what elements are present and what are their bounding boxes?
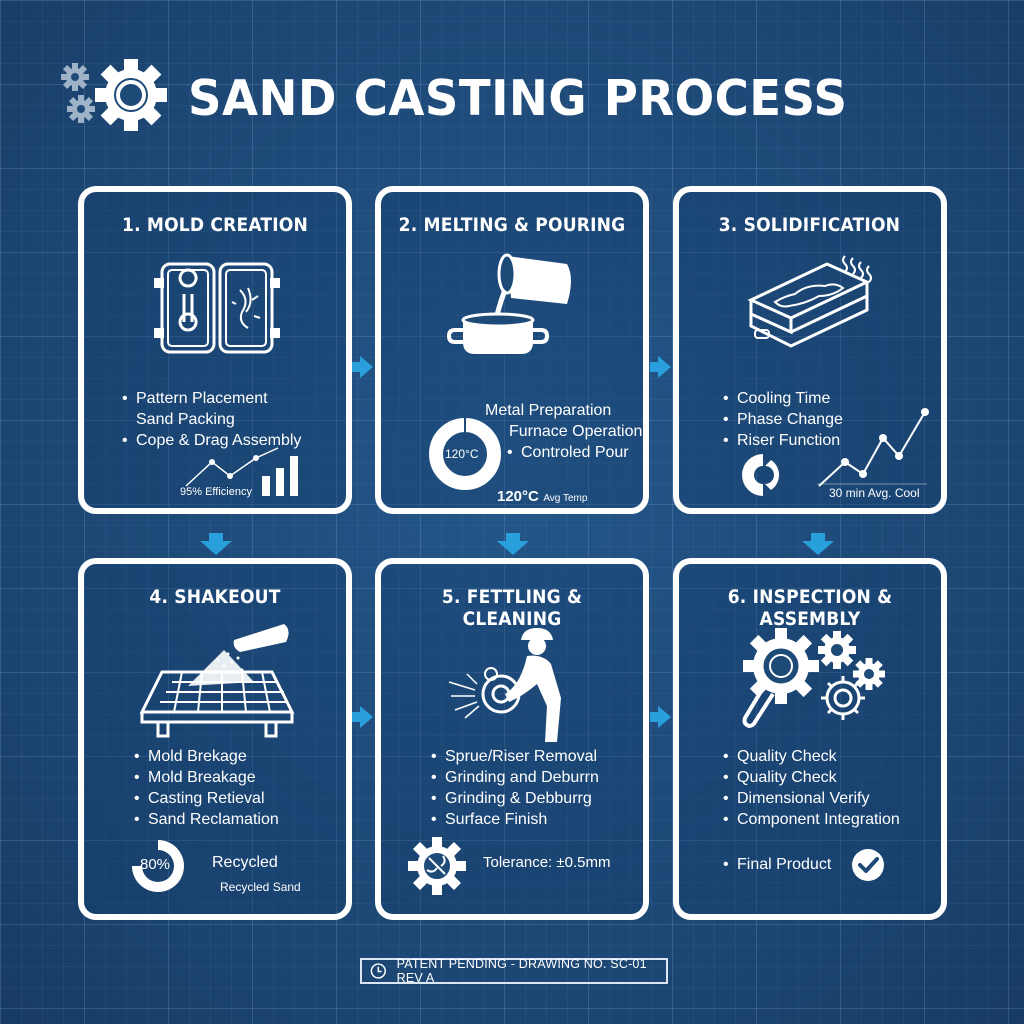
bullet-item: •Grinding and Deburrn — [431, 769, 599, 786]
bullet-item: •Sand Reclamation — [134, 811, 279, 828]
arrow-right-icon — [650, 706, 671, 728]
temperature-gauge — [429, 418, 501, 490]
bullet-item: •Dimensional Verify — [723, 790, 870, 807]
arrow-right-icon — [352, 706, 373, 728]
final-product-item: •Final Product — [723, 856, 832, 873]
step-panel-shakeout: 4. SHAKEOUT •Mold Brekage •Mold Breakage… — [78, 558, 352, 920]
arrow-down-icon — [802, 533, 834, 555]
bullet-item: •Surface Finish — [431, 811, 548, 828]
panel-title: 3. SOLIDIFICATION — [718, 214, 901, 236]
bullet-item: •Controled Pour — [507, 444, 629, 461]
line-bar-chart-icon — [185, 447, 298, 496]
gauge-label: 80% — [140, 856, 171, 873]
step-panel-mold-creation: 1. MOLD CREATION •Pattern Placement Sand… — [78, 186, 352, 514]
bullet-list: •Mold Brekage •Mold Breakage •Casting Re… — [134, 746, 279, 830]
line-chart-icon — [817, 408, 929, 487]
arrow-right-icon — [650, 356, 671, 378]
mold-halves-icon — [154, 262, 280, 354]
bullet-list: •Sprue/Riser Removal •Grinding and Debur… — [431, 746, 599, 830]
crucible-pouring-icon — [446, 253, 571, 354]
bullet-item: •Cope & Drag Assembly — [122, 432, 302, 449]
panel-title: 2. MELTING & POURING — [398, 214, 626, 236]
bullet-item: Furnace Operation — [509, 423, 643, 440]
worker-grinding-icon — [448, 628, 561, 742]
avg-temp-metric: 120°C Avg Temp — [497, 488, 588, 505]
bullet-item: •Quality Check — [723, 769, 837, 786]
bullet-item: •Quality Check — [723, 748, 837, 765]
drawing-stamp: PATENT PENDING - DRAWING NO. SC-01 REV A — [360, 957, 668, 985]
bullet-item: •Phase Change — [723, 411, 843, 428]
recycled-sand-label: Recycled Sand — [220, 880, 301, 894]
bullet-item: Sand Packing — [136, 411, 235, 428]
cool-time-label: 30 min Avg. Cool — [829, 486, 920, 500]
bullet-item: •Sprue/Riser Removal — [431, 748, 598, 765]
gears-icon — [58, 58, 178, 138]
recycled-label: Recycled — [212, 854, 278, 871]
bullet-item: Metal Preparation — [485, 402, 612, 419]
panel-title: 4. SHAKEOUT — [149, 586, 281, 608]
recycle-gauge — [132, 840, 184, 892]
step-panel-solidification: 3. SOLIDIFICATION •Cooling Time •Phase C… — [673, 186, 947, 514]
bullet-item: •Pattern Placement — [122, 390, 268, 407]
panel-title: 5. FETTLING & CLEANING — [441, 586, 583, 630]
bullet-item: •Grinding & Debburrg — [431, 790, 592, 807]
panel-title: 1. MOLD CREATION — [121, 214, 308, 236]
header: SAND CASTING PROCESS — [58, 58, 882, 138]
bullet-item: •Component Integration — [723, 811, 900, 828]
efficiency-label: 95% Efficiency — [180, 486, 252, 498]
arrow-right-icon — [352, 356, 373, 378]
arrow-down-icon — [497, 533, 529, 555]
shakeout-grate-icon — [139, 624, 295, 738]
arrow-down-icon — [200, 533, 232, 555]
bullet-list: Metal Preparation Furnace Operation •Con… — [485, 400, 642, 463]
bullet-item: •Mold Brekage — [134, 748, 247, 765]
step-panel-inspection-assembly: 6. INSPECTION & ASSEMBLY — [673, 558, 947, 920]
footer-text: PATENT PENDING - DRAWING NO. SC-01 REV A — [396, 957, 647, 985]
page-title: SAND CASTING PROCESS — [188, 69, 848, 127]
gauge-label: 120°C — [445, 447, 479, 461]
bullet-item: •Cooling Time — [723, 390, 831, 407]
step-panel-fettling-cleaning: 5. FETTLING & CLEANING •Sprue/Riser Remo… — [375, 558, 649, 920]
checkmark-icon — [852, 849, 884, 881]
tolerance-label: Tolerance: ±0.5mm — [483, 854, 611, 871]
bullet-list: •Pattern Placement Sand Packing •Cope & … — [122, 388, 301, 451]
bullet-item: •Riser Function — [723, 432, 841, 449]
bullet-list: •Quality Check •Quality Check •Dimension… — [723, 746, 900, 830]
gear-caliper-icon — [408, 837, 466, 895]
cooling-mold-icon — [747, 255, 872, 348]
panel-title: 6. INSPECTION & ASSEMBLY — [727, 586, 893, 630]
cycle-gauge-icon — [742, 454, 780, 496]
magnifier-gears-icon — [742, 628, 885, 729]
bullet-item: •Mold Breakage — [134, 769, 256, 786]
step-panel-melting-pouring: 2. MELTING & POURING 120°C Metal Prepara… — [375, 186, 649, 514]
bullet-item: •Casting Retieval — [134, 790, 265, 807]
bullet-list: •Cooling Time •Phase Change •Riser Funct… — [723, 388, 843, 451]
clock-icon — [370, 963, 386, 979]
